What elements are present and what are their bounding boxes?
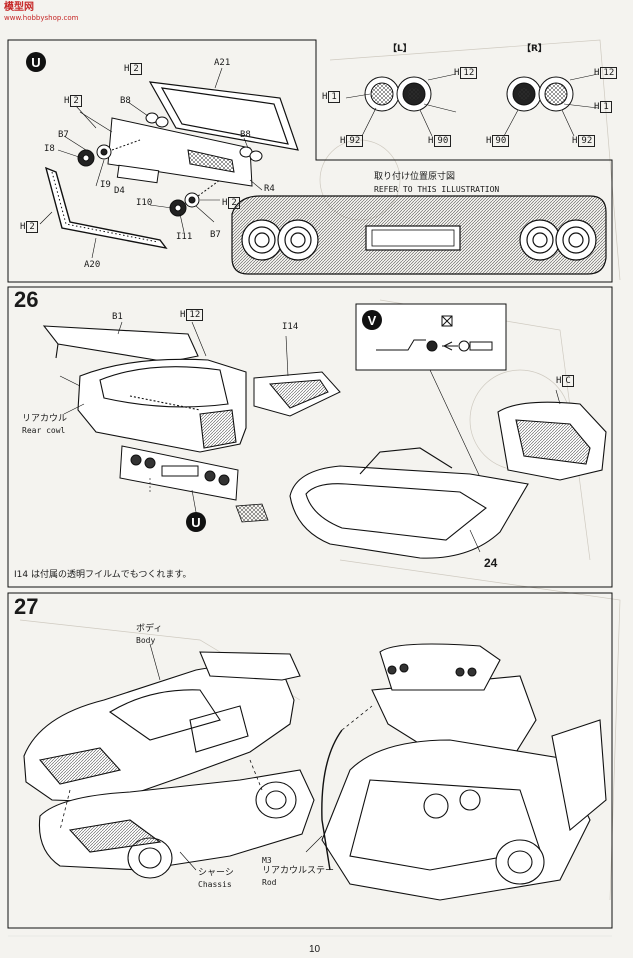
label-r4: R4 (264, 184, 275, 194)
part-rear-cowl (77, 358, 247, 453)
reference-panel (231, 195, 607, 275)
leader-lines-24 (469, 389, 561, 553)
step-u-badge: U (26, 52, 46, 72)
step-27-number: 27 (14, 594, 39, 619)
part-lamp-panel (119, 445, 239, 501)
label-b1: B1 (112, 312, 123, 322)
watermark-name: 模型网 (4, 2, 34, 13)
lens-b8-right (239, 146, 263, 162)
rear-chassis-assembly (321, 643, 607, 901)
marker-u: U (186, 512, 206, 532)
label-i11: I11 (176, 232, 193, 242)
part-a20-frame (44, 166, 168, 250)
label-b7-left: B7 (58, 130, 69, 140)
position-note-jp: 取り付け位置原寸図 (374, 172, 456, 182)
lamp-l-title: 【L】 (388, 44, 412, 54)
label-rear-cowl-jp: リアカウル (22, 414, 68, 424)
rod-m3 (321, 729, 343, 871)
step-ref-24: 24 (484, 556, 498, 570)
part-d4 (116, 164, 160, 184)
leader-lines-u (39, 67, 263, 259)
leader-lines-27 (149, 643, 323, 871)
lamp-r-diagram (506, 76, 574, 112)
chassis-rear-assembly (289, 401, 607, 559)
car-body-assembly (23, 651, 301, 803)
label-i10: I10 (136, 198, 153, 208)
label-rear-cowl-en: Rear cowl (22, 426, 66, 435)
step-27-frame (7, 592, 613, 929)
page-number: 10 (309, 944, 321, 955)
inset-v-leader (429, 369, 487, 491)
lamp-l-diagram (364, 76, 432, 112)
label-chassis-en: Chassis (198, 880, 232, 889)
lens-b8-left (145, 112, 169, 128)
step-26-number: 26 (14, 287, 39, 312)
label-body-jp: ボディ (136, 624, 163, 634)
inset-v-badge: V (362, 310, 382, 330)
film-note: I14 は付属の透明フイルムでもつくれます。 (14, 570, 192, 580)
label-chassis-jp: シャーシ (198, 868, 234, 878)
part-a21-grille (148, 81, 299, 151)
lamp-leaders (345, 73, 599, 137)
label-rod-en: Rod (262, 878, 277, 887)
label-rod-code: M3 (262, 856, 272, 865)
step-26-frame (7, 286, 613, 588)
label-b8-left: B8 (120, 96, 131, 106)
position-note-en: REFER TO THIS ILLUSTRATION (374, 185, 500, 194)
step-u-frame (7, 39, 613, 283)
label-i14: I14 (282, 322, 299, 332)
part-i14-mesh (253, 371, 341, 417)
label-b8-right: B8 (240, 130, 251, 140)
label-a21: A21 (214, 58, 231, 68)
label-body-en: Body (136, 636, 156, 645)
label-d4: D4 (114, 186, 125, 196)
label-a20: A20 (84, 260, 101, 270)
label-rod-jp: リアカウルステー (262, 866, 335, 876)
label-i8: I8 (44, 144, 55, 154)
lamp-r-title: 【R】 (522, 44, 547, 54)
label-b7-right: B7 (210, 230, 221, 240)
label-i9: I9 (100, 180, 111, 190)
leader-lines-26 (59, 321, 289, 513)
watermark-logo: 模型网 www.hobbyshop.com (4, 2, 79, 24)
watermark-url: www.hobbyshop.com (4, 14, 79, 22)
chassis-assembly (38, 769, 315, 879)
mesh-piece (235, 503, 269, 523)
inset-v-detail (376, 315, 493, 352)
bulbs-right (169, 179, 221, 217)
